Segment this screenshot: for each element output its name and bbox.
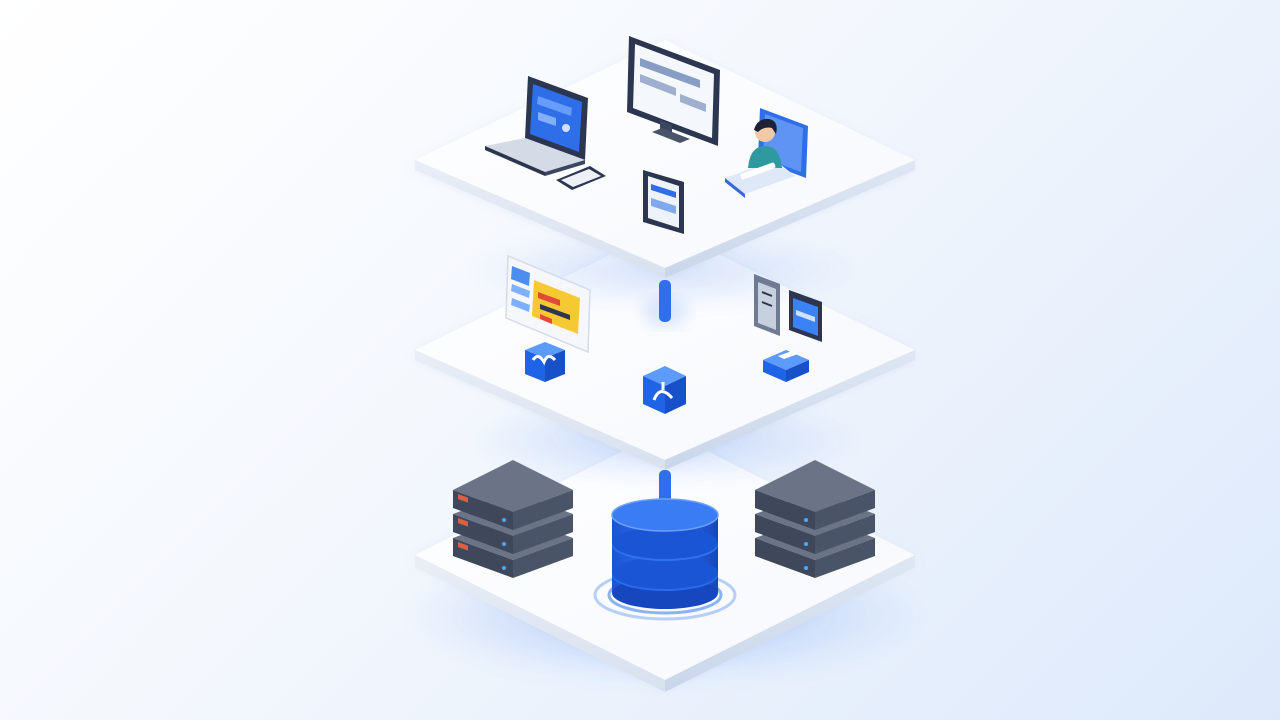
app-cube-icon (525, 342, 565, 382)
database-cylinder-icon (593, 498, 737, 621)
desktop-monitor-icon (627, 36, 720, 146)
person-at-computer-icon (725, 108, 808, 198)
laptop-icon (485, 76, 588, 176)
application-layer-platform (415, 228, 915, 485)
dashboard-panel-icon (505, 254, 591, 354)
connector-top (643, 280, 687, 326)
tablet-icon (643, 170, 684, 234)
devices-icon (754, 274, 822, 342)
server-rack-icon (453, 460, 573, 578)
server-rack-icon (755, 460, 875, 578)
smartphone-icon (556, 166, 606, 190)
service-box-icon (763, 350, 809, 382)
api-cube-icon (643, 366, 686, 414)
